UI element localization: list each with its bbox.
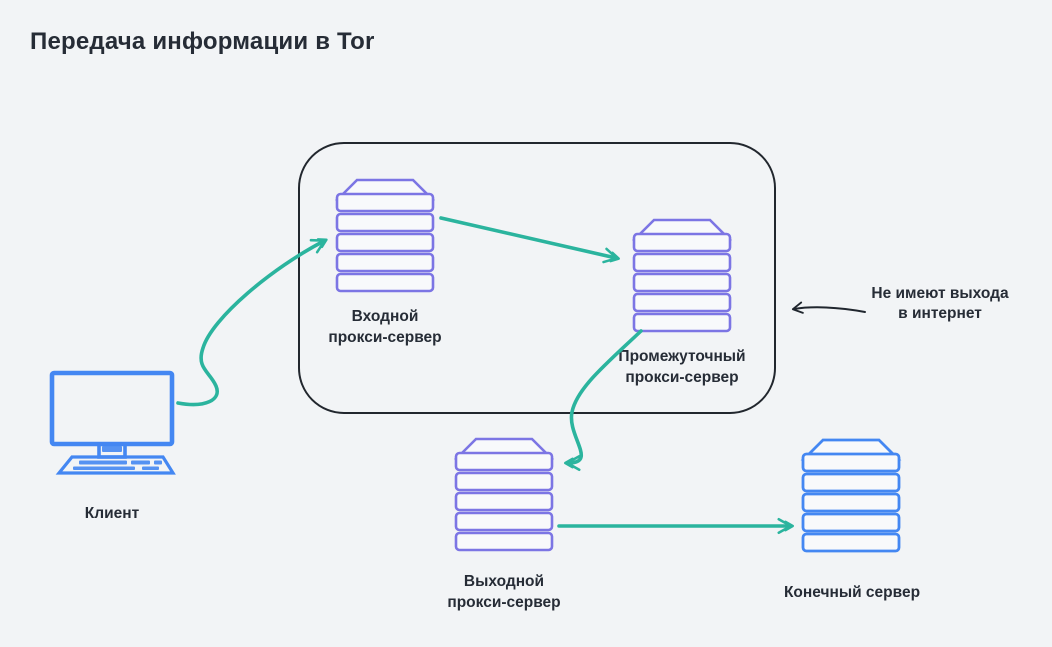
client-computer-icon [49, 370, 176, 475]
annotation-arrow [791, 301, 866, 314]
middle-proxy-server-icon [631, 218, 733, 333]
client-label: Клиент [84, 505, 140, 522]
exit-proxy-label: Выходной прокси-сервер [447, 573, 561, 611]
entry-proxy-server-icon [334, 178, 436, 293]
final-server-label: Конечный сервер [783, 584, 921, 601]
entry-proxy-label: Входной прокси-сервер [328, 308, 442, 346]
node-final-server [799, 436, 903, 554]
final-server-icon [800, 438, 902, 553]
node-exit-proxy [452, 435, 556, 553]
node-middle-proxy [630, 216, 734, 334]
annotation-no-internet: Не имеют выхода в интернет [871, 285, 1009, 322]
page-title: Передача информации в Tor [30, 28, 375, 55]
node-entry-proxy [333, 176, 437, 294]
node-client [47, 368, 177, 478]
middle-proxy-label: Промежуточный прокси-сервер [618, 348, 746, 386]
exit-proxy-server-icon [453, 437, 555, 552]
